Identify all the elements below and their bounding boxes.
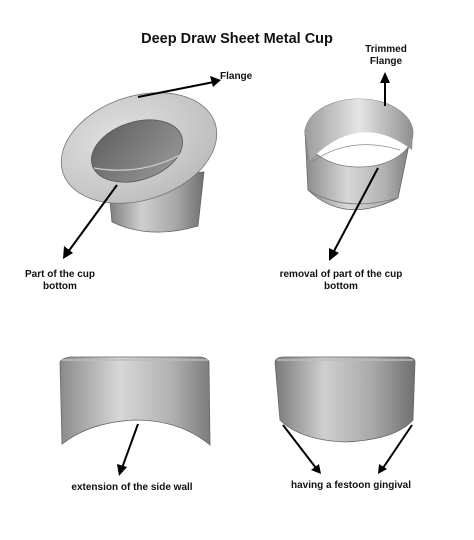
festoon-label: having a festoon gingival: [290, 480, 411, 491]
trimmed-cup-bottom-edge: [307, 189, 399, 205]
flange-label: Flange: [220, 71, 253, 82]
flanged-cup: [60, 92, 218, 233]
removal-arrowhead: [329, 248, 339, 261]
removal-label-line1: removal of part of the cup: [279, 269, 403, 280]
removal-label-line2: bottom: [324, 281, 358, 292]
cup-bottom-label-line1: Part of the cup: [24, 269, 95, 280]
trimmed-flange-label: Trimmed Flange: [356, 44, 416, 68]
cup-bottom-label: Part of the cup bottom: [10, 269, 110, 293]
festoon-arrow-right: [382, 424, 413, 469]
concave-sleeve: [59, 356, 211, 446]
cup-bottom-label-line2: bottom: [43, 281, 77, 292]
cup-opening: [91, 119, 183, 183]
festoon-arrowhead-right: [378, 464, 387, 474]
trimmed-flange-label-line1: Trimmed: [365, 44, 407, 55]
arrows: [63, 72, 413, 476]
trimmed-cup-inner-wall: [305, 99, 413, 160]
cup-bottom-arrowhead: [63, 246, 73, 259]
cup-bottom-edge: [93, 154, 181, 171]
trimmed-flange-arrowhead: [380, 72, 390, 83]
flange-arrow: [137, 81, 215, 98]
flange-arrowhead: [210, 76, 221, 87]
convex-sleeve: [274, 356, 416, 443]
convex-sleeve-body: [274, 356, 416, 443]
trimmed-flange-label-line2: Flange: [369, 56, 403, 67]
removal-label: removal of part of the cup bottom: [266, 269, 416, 293]
festoon-arrow-left: [282, 424, 317, 469]
extension-arrow: [121, 423, 139, 469]
trimmed-cup-front-curve: [311, 144, 401, 163]
extension-arrowhead: [117, 464, 127, 476]
removal-arrow: [332, 167, 379, 254]
cup-bottom-arrow: [67, 184, 118, 253]
extension-label: extension of the side wall: [71, 482, 193, 493]
trimmed-cup: [304, 98, 414, 211]
concave-sleeve-body: [59, 356, 211, 446]
diagram-title: Deep Draw Sheet Metal Cup: [141, 31, 333, 47]
festoon-arrowhead-left: [311, 464, 321, 474]
